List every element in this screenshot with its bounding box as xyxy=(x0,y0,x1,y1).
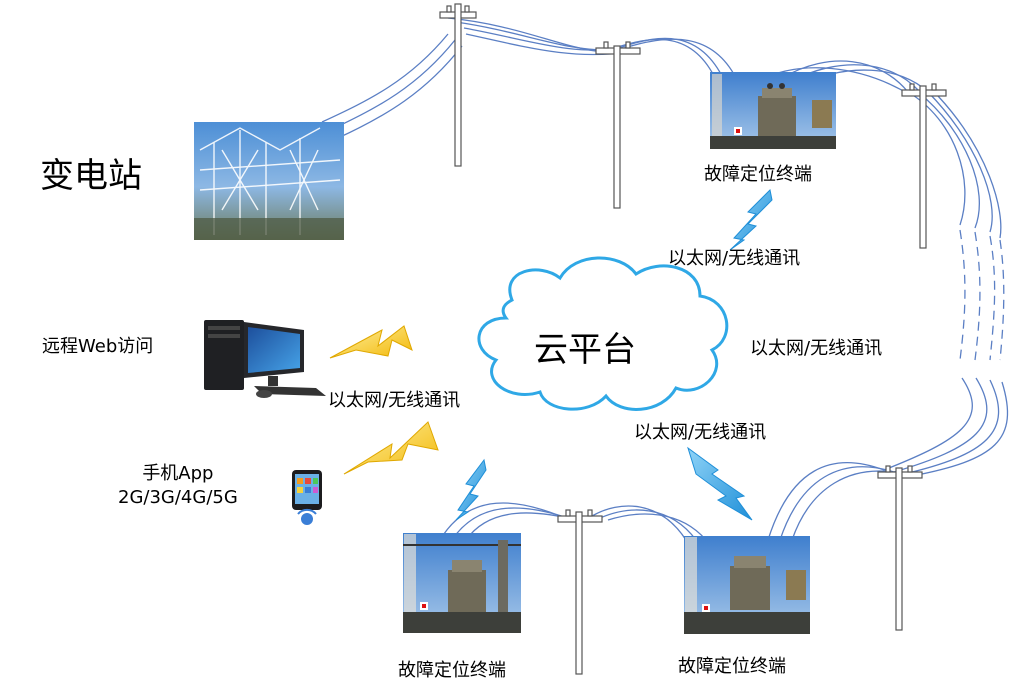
mobile-app-line1: 手机App xyxy=(142,463,214,484)
transformer-photo xyxy=(403,533,521,633)
lightning-bolt-icon xyxy=(729,188,773,251)
desktop-computer-icon xyxy=(204,320,326,398)
smartphone-icon xyxy=(292,470,322,525)
utility-pole xyxy=(439,3,477,167)
lightning-bolt-icon xyxy=(455,458,487,521)
fault-terminal-label: 故障定位终端 xyxy=(704,164,812,185)
utility-pole xyxy=(557,509,603,675)
lightning-bolt-icon xyxy=(343,421,439,475)
lightning-bolt-icon xyxy=(329,325,413,359)
link-label: 以太网/无线通讯 xyxy=(668,248,801,269)
fault-terminal-label: 故障定位终端 xyxy=(678,656,786,677)
substation-photo xyxy=(194,122,344,240)
transformer-photo xyxy=(684,536,810,634)
utility-pole xyxy=(595,41,641,209)
mobile-app-line2: 2G/3G/4G/5G xyxy=(118,487,238,508)
fault-terminal-label: 故障定位终端 xyxy=(398,660,506,681)
link-label: 以太网/无线通讯 xyxy=(328,390,461,411)
cloud-icon xyxy=(477,256,729,411)
transformer-photo xyxy=(710,72,836,149)
substation-label: 变电站 xyxy=(40,156,142,196)
lightning-bolt-icon xyxy=(687,446,753,521)
mobile-app-label: 手机App 2G/3G/4G/5G xyxy=(118,462,238,510)
link-label: 以太网/无线通讯 xyxy=(750,338,883,359)
link-label: 以太网/无线通讯 xyxy=(634,422,767,443)
utility-pole xyxy=(901,83,947,249)
cloud-platform-label: 云平台 xyxy=(534,330,636,370)
remote-web-access-label: 远程Web访问 xyxy=(42,336,154,357)
utility-pole xyxy=(877,465,923,631)
